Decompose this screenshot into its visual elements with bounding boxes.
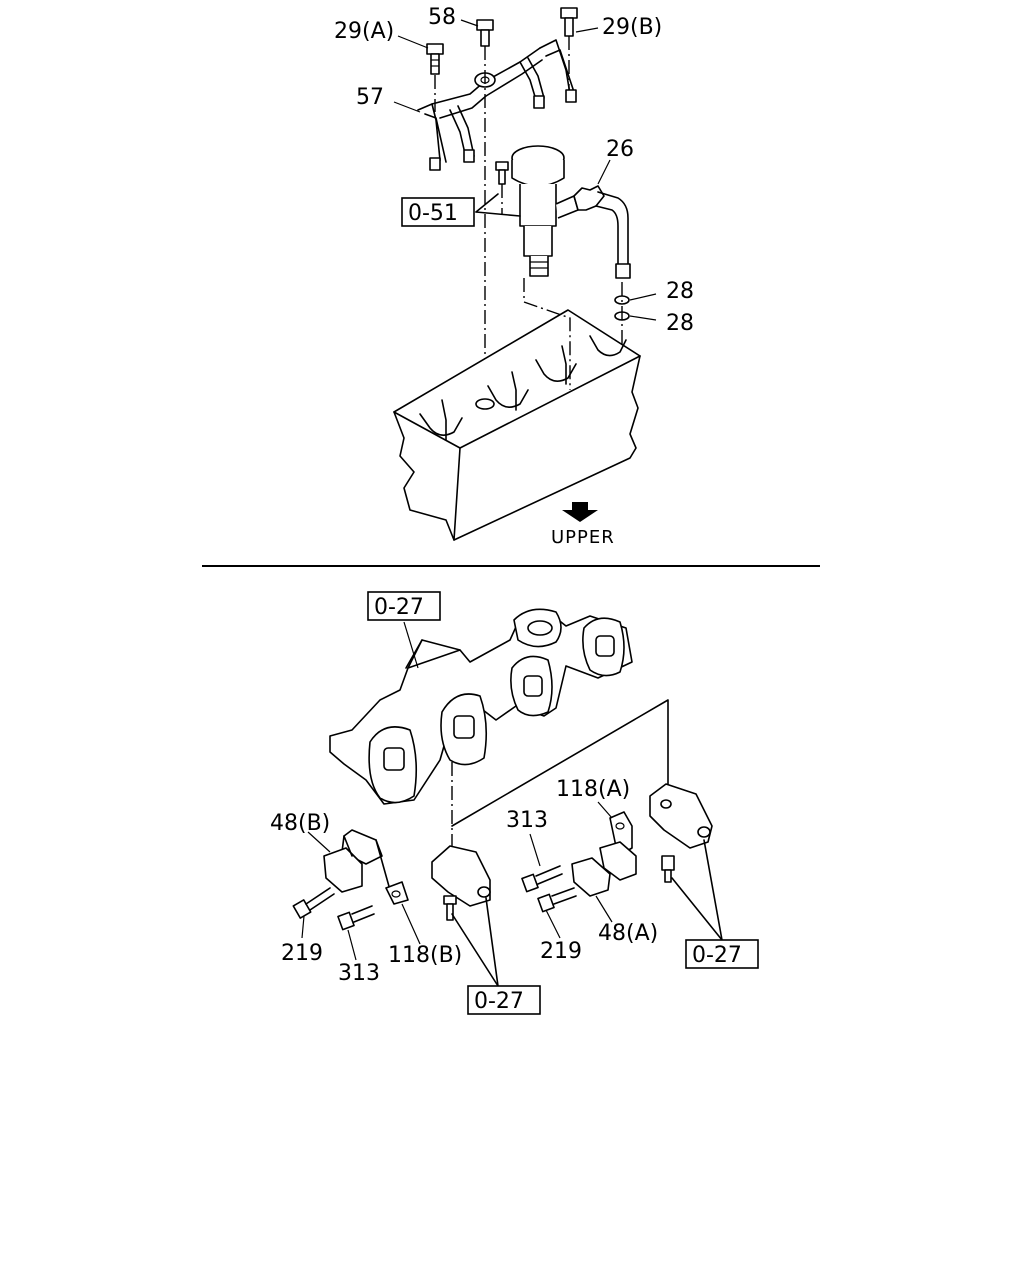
label-ref-0-27-right: 0-27 xyxy=(692,943,742,968)
bolt-29b xyxy=(560,7,578,37)
manifold-bracket-left xyxy=(431,845,491,921)
ref-box-0-27-top xyxy=(367,591,441,621)
upper-label: UPPER xyxy=(551,527,615,548)
label-ref-0-27-top: 0-27 xyxy=(374,595,424,620)
label-ref-0-27-bottom: 0-27 xyxy=(474,989,524,1014)
label-313-right: 313 xyxy=(506,808,548,833)
bolt-29a xyxy=(426,43,444,75)
bolt-219-right xyxy=(537,887,577,913)
ref-box-0-51 xyxy=(401,197,475,227)
fuel-injector-assembly: UPPER xyxy=(393,7,657,548)
ref-box-0-27-right xyxy=(685,939,759,969)
exhaust-manifold xyxy=(329,608,633,805)
cylinder-head xyxy=(393,278,641,541)
injection-pipe xyxy=(573,185,631,279)
label-57: 57 xyxy=(356,85,384,110)
label-118a: 118(A) xyxy=(556,777,630,802)
ref-box-0-27-bottom xyxy=(467,985,541,1015)
label-313-left: 313 xyxy=(338,961,380,986)
bolt-313-right xyxy=(521,865,563,893)
exhaust-manifold-assembly xyxy=(292,591,759,1015)
down-arrow-icon xyxy=(562,502,598,522)
label-118b: 118(B) xyxy=(388,943,462,968)
label-28-top: 28 xyxy=(666,279,694,304)
bolt-58 xyxy=(476,19,494,47)
label-48a: 48(A) xyxy=(598,921,658,946)
label-28-bottom: 28 xyxy=(666,311,694,336)
label-29b: 29(B) xyxy=(602,15,662,40)
leak-off-pipe xyxy=(417,39,577,171)
bolt-219-left xyxy=(292,887,335,919)
bracket-118a xyxy=(599,811,637,881)
label-219-right: 219 xyxy=(540,939,582,964)
part-labels: 29(A) 58 29(B) 57 26 0-51 28 28 0-27 48(… xyxy=(270,5,742,1014)
bracket-118b xyxy=(385,881,409,905)
manifold-bracket-right xyxy=(649,783,713,883)
label-29a: 29(A) xyxy=(334,19,394,44)
fuel-injector xyxy=(495,145,579,277)
bolt-313-left xyxy=(337,905,375,931)
label-58: 58 xyxy=(428,5,456,30)
label-26: 26 xyxy=(606,137,634,162)
label-48b: 48(B) xyxy=(270,811,330,836)
heat-shield-48a xyxy=(571,857,611,897)
label-219-left: 219 xyxy=(281,941,323,966)
upper-indicator: UPPER xyxy=(551,502,615,548)
label-ref-0-51: 0-51 xyxy=(408,201,458,226)
